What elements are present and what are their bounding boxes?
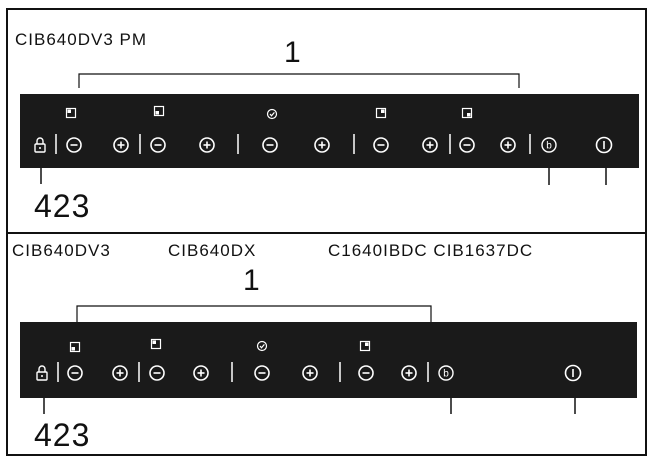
bottom-diagram-frame xyxy=(6,232,647,456)
bottom-callout-1: 1 xyxy=(243,264,261,297)
top-model-label: CIB640DV3 PM xyxy=(15,30,147,49)
bottom-control-panel xyxy=(20,322,637,398)
bottom-model-label-2: CIB640DX xyxy=(168,241,257,260)
top-callout-1: 1 xyxy=(284,36,302,69)
bottom-callout-423: 423 xyxy=(34,417,91,453)
bottom-model-label-3: C1640IBDC CIB1637DC xyxy=(328,241,534,260)
bottom-model-label-1: CIB640DV3 xyxy=(12,241,111,260)
top-callout-423: 423 xyxy=(34,188,91,224)
top-control-panel xyxy=(20,94,639,168)
bottom-bracket xyxy=(76,305,432,322)
top-bracket xyxy=(78,73,520,88)
